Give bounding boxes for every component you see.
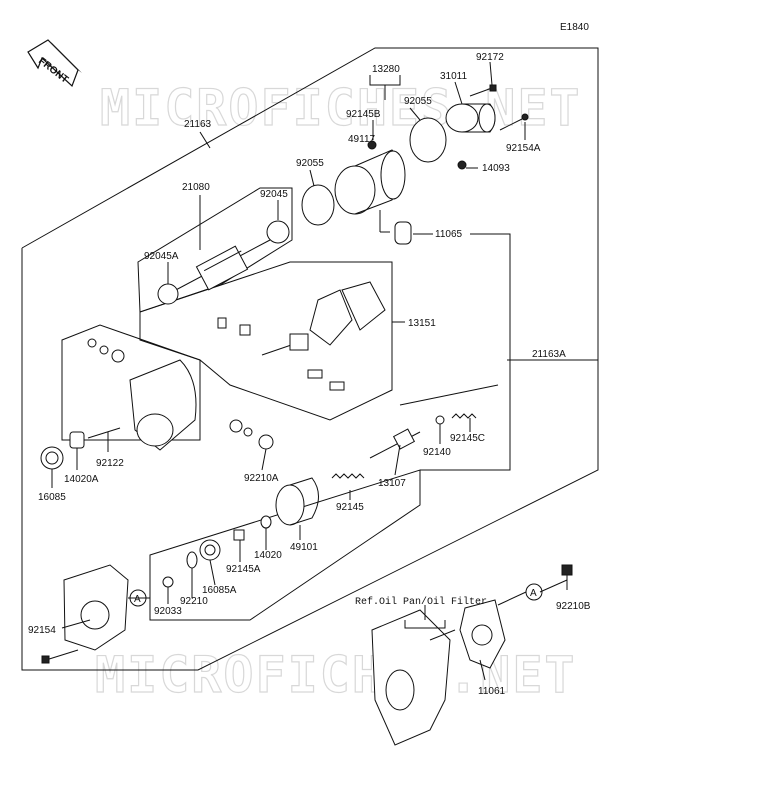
part-14093-nut (457, 160, 467, 170)
label-21163A: 21163A (532, 349, 566, 360)
part-11061-gasket (459, 599, 506, 669)
part-small-washers (87, 338, 253, 437)
part-92145A-spring (233, 529, 245, 541)
part-92045-bearing (266, 220, 290, 244)
part-92172-screw (469, 84, 497, 97)
part-16085A-gear (199, 539, 221, 561)
part-92210A-nut (258, 434, 274, 450)
part-92122-pin (87, 427, 121, 439)
drive-group-outline (149, 469, 421, 621)
label-49101: 49101 (290, 542, 318, 553)
label-13151: 13151 (408, 318, 436, 329)
part-14020-collar (260, 515, 272, 529)
part-92154-bolt (41, 649, 79, 664)
svg-text:A: A (530, 588, 537, 599)
front-arrow-icon: FRONT (27, 39, 82, 88)
label-13280: 13280 (372, 64, 400, 75)
reference-note: Ref.Oil Pan/Oil Filter (355, 596, 487, 608)
part-92055-oring-upper (409, 117, 447, 163)
part-31011-cover (445, 103, 496, 133)
part-13107-shaft (369, 428, 421, 459)
part-13151-brush-plate (217, 281, 386, 391)
part-92140-ball (435, 415, 445, 425)
part-16085-gear (40, 446, 64, 470)
gear-housing-group-outline (61, 324, 201, 441)
watermark-top: MICROFICHES.NET (100, 79, 582, 137)
label-14093: 14093 (482, 163, 510, 174)
label-92172: 92172 (476, 52, 504, 63)
label-92210A: 92210A (244, 473, 279, 484)
label-16085: 16085 (38, 492, 66, 503)
diagram-code: E1840 (560, 22, 589, 33)
callout-a-right: A (525, 583, 543, 601)
part-11065-cap (394, 221, 412, 245)
label-92055-lower: 92055 (296, 158, 324, 169)
label-21080: 21080 (182, 182, 210, 193)
part-92145B-spring (367, 140, 377, 150)
label-92033: 92033 (154, 606, 182, 617)
part-49101-clutch (275, 477, 319, 526)
label-49117: 49117 (348, 134, 376, 145)
part-92210-ring (186, 551, 198, 569)
label-92122: 92122 (96, 458, 124, 469)
label-92154A: 92154A (506, 143, 541, 154)
label-21163: 21163 (184, 119, 212, 130)
label-92045A: 92045A (144, 251, 179, 262)
label-92145B: 92145B (346, 109, 381, 120)
part-92154A-bolt (499, 113, 529, 131)
label-16085A: 16085A (202, 585, 237, 596)
part-49117-yoke (334, 149, 406, 233)
part-92055-oring-lower (301, 184, 335, 226)
brush-holder-group-outline (139, 261, 393, 421)
part-92145-spring (331, 473, 365, 479)
label-92210B: 92210B (556, 601, 591, 612)
label-92154: 92154 (28, 625, 56, 636)
label-11061: 11061 (478, 686, 506, 697)
part-92033-circlip (162, 576, 174, 588)
label-13107: 13107 (378, 478, 406, 489)
part-labels: 21163 21163A 13280 31011 92172 92145B 92… (28, 52, 591, 697)
label-14020: 14020 (254, 550, 282, 561)
part-14020A-collar (69, 431, 85, 449)
label-11065: 11065 (435, 229, 463, 240)
label-14020A: 14020A (64, 474, 99, 485)
label-92145C: 92145C (450, 433, 485, 444)
part-21080-armature (171, 239, 271, 293)
leader-lines (51, 61, 598, 681)
label-92145: 92145 (336, 502, 364, 513)
label-92045: 92045 (260, 189, 288, 200)
label-92210: 92210 (180, 596, 208, 607)
part-front-housing (63, 564, 129, 651)
assembly-outline-21163 (21, 47, 599, 671)
part-92045A-bearing (157, 283, 179, 305)
callout-a-left: A (129, 589, 147, 607)
label-92145A: 92145A (226, 564, 261, 575)
label-92140: 92140 (423, 447, 451, 458)
svg-text:A: A (134, 594, 141, 605)
part-92210B-bolt (561, 564, 573, 590)
part-gear-housing (129, 359, 197, 451)
part-92145C-spring (451, 413, 477, 419)
ref-oil-pan-case (371, 609, 456, 746)
label-92055-upper: 92055 (404, 96, 432, 107)
label-31011: 31011 (440, 71, 468, 82)
